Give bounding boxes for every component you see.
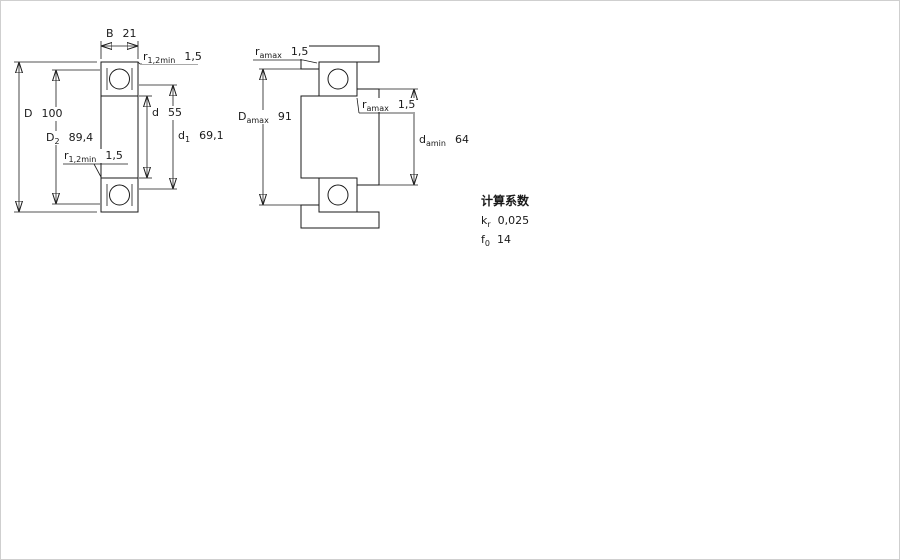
right-view-abutments (300, 45, 380, 229)
ball-bottom (109, 184, 130, 206)
left-view-dimension-lines (14, 41, 198, 213)
right-view-dimension-lines (253, 59, 418, 206)
leader-r-top-tick (137, 61, 141, 65)
leader-ra-top-tick (302, 59, 318, 64)
ball-top (109, 68, 130, 90)
bearing-section-top (100, 61, 139, 97)
calculation-factors-title: 计算系数 (481, 194, 530, 208)
ball-outline-top (327, 68, 349, 90)
housing-shoulder-bottom (300, 204, 380, 229)
ball-outline-bottom (327, 184, 349, 206)
leader-ra-right-tick (356, 97, 360, 114)
bearing-outline-top (318, 61, 358, 97)
left-view-cross-section (100, 61, 139, 213)
shaft-shoulder-outline (300, 88, 380, 186)
bearing-section-bottom (100, 177, 139, 213)
leader-r-bottom-tick (93, 163, 102, 178)
bearing-outline-bottom (318, 177, 358, 213)
housing-shoulder-top (300, 45, 380, 70)
